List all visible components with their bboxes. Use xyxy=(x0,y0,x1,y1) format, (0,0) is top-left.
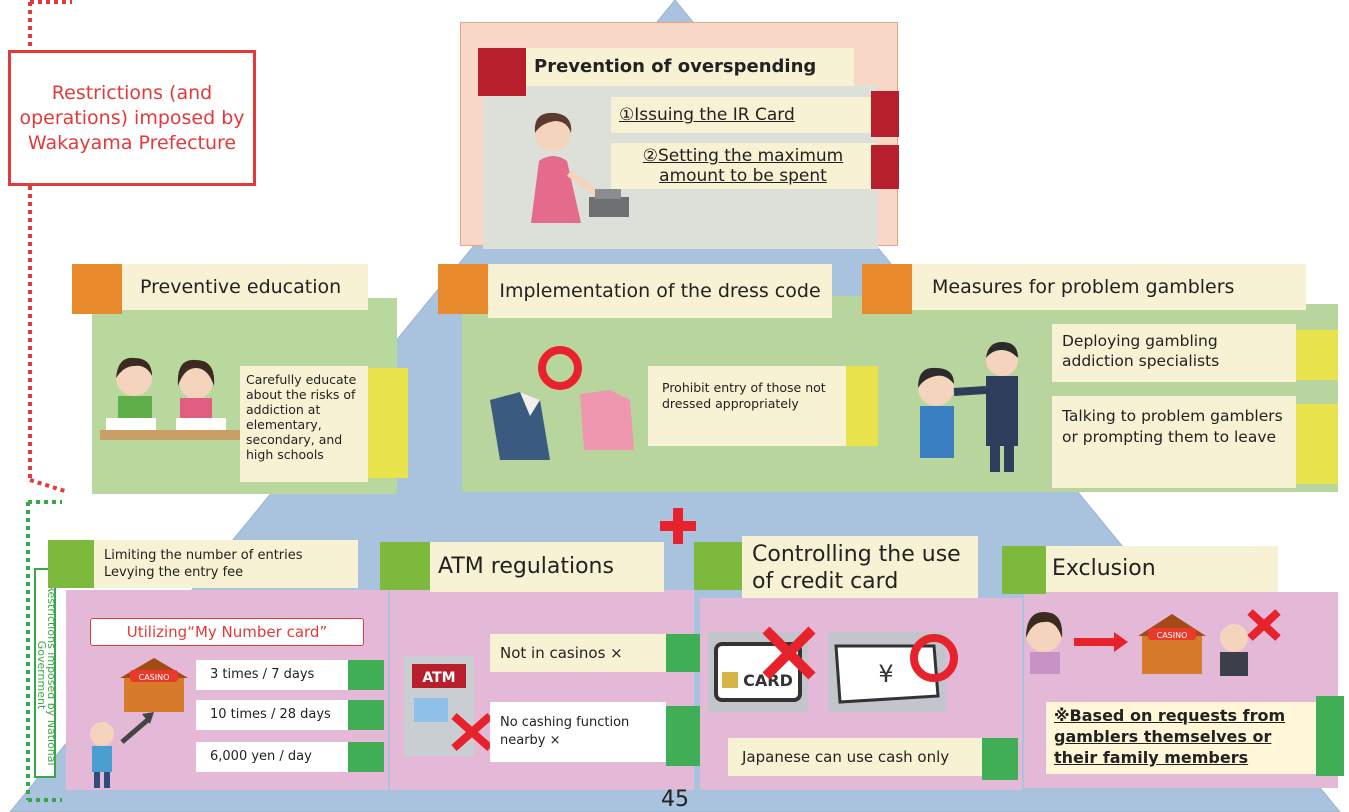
credit-title: Controlling the use of credit card xyxy=(742,536,978,598)
education-text-marker xyxy=(368,368,408,478)
svg-text:ATM: ATM xyxy=(422,670,455,686)
limit-2: 10 times / 28 days xyxy=(196,700,348,730)
problem-item2: Talking to problem gamblers or prompting… xyxy=(1052,396,1296,488)
limit-2-marker xyxy=(348,700,384,730)
cashier-icon xyxy=(531,112,629,223)
dress-code-title: Implementation of the dress code xyxy=(488,264,832,318)
limit-3-marker xyxy=(348,742,384,772)
plus-icon xyxy=(660,508,696,544)
students-icon xyxy=(100,357,240,440)
exclusion-marker xyxy=(1002,546,1046,594)
top-block-title: Prevention of overspending xyxy=(526,48,854,86)
svg-text:CASINO: CASINO xyxy=(139,673,170,682)
cropped-title-line xyxy=(0,0,1349,4)
problem-gamblers-marker xyxy=(862,264,912,314)
entries-line2: Levying the entry fee xyxy=(104,565,244,580)
wakayama-label: Restrictions (and operations) imposed by… xyxy=(8,50,256,186)
top-block: Prevention of overspending ①Issuing the … xyxy=(460,22,899,249)
atm-item2: No cashing function nearby × xyxy=(490,702,666,762)
national-label: Restrictions imposed by National Governm… xyxy=(34,568,56,778)
atm-title: ATM regulations xyxy=(430,542,664,592)
top-block-marker xyxy=(478,48,526,96)
dress-code-text: Prohibit entry of those not dressed appr… xyxy=(648,366,846,446)
staff-talking-icon xyxy=(918,342,1018,472)
clothes-icon xyxy=(490,346,634,460)
problem-item1-marker xyxy=(1296,330,1338,380)
exclusion-note: ※Based on requests from gamblers themsel… xyxy=(1054,706,1286,767)
entries-marker xyxy=(48,540,94,588)
entries-line1: Limiting the number of entries xyxy=(104,548,303,563)
exclusion-illustration: CASINO xyxy=(1026,609,1281,676)
svg-text:CARD: CARD xyxy=(743,671,793,690)
limit-1-marker xyxy=(348,660,384,690)
atm-item2-marker xyxy=(666,706,702,766)
entries-title: Limiting the number of entries Levying t… xyxy=(48,540,358,588)
top-item1-marker xyxy=(871,91,899,137)
dress-code-text-marker xyxy=(846,366,878,446)
education-marker xyxy=(72,264,122,314)
top-item-max-amount: ②Setting the maximum amount to be spent xyxy=(642,146,844,186)
education-text: Carefully educate about the risks of add… xyxy=(240,366,368,482)
problem-gamblers-title: Measures for problem gamblers xyxy=(912,264,1306,310)
credit-note: Japanese can use cash only xyxy=(728,738,982,776)
top-item-ir-card: ①Issuing the IR Card xyxy=(619,105,795,125)
credit-note-marker xyxy=(982,738,1018,780)
page-number: 45 xyxy=(661,786,689,812)
card-and-cash-icon: CARD ¥ xyxy=(708,626,958,712)
atm-marker xyxy=(380,542,430,590)
svg-text:¥: ¥ xyxy=(878,660,893,688)
atm-icon: ATM xyxy=(404,656,493,756)
problem-item1: Deploying gambling addiction specialists xyxy=(1052,324,1296,382)
exclusion-title: Exclusion xyxy=(1046,546,1278,592)
atm-item1: Not in casinos × xyxy=(490,634,666,672)
svg-text:CASINO: CASINO xyxy=(1157,631,1188,640)
atm-item1-marker xyxy=(666,634,702,672)
my-number-card-label: Utilizing“My Number card” xyxy=(90,618,364,646)
dress-code-marker xyxy=(438,264,488,314)
casino-entry-icon: CASINO xyxy=(90,658,188,788)
credit-marker xyxy=(694,542,742,590)
top-item2-marker xyxy=(871,145,899,189)
problem-item2-marker xyxy=(1296,404,1338,484)
limit-3: 6,000 yen / day xyxy=(196,742,348,772)
wakayama-bracket xyxy=(28,0,72,494)
exclusion-note-marker xyxy=(1316,696,1344,776)
limit-1: 3 times / 7 days xyxy=(196,660,348,690)
national-bracket xyxy=(26,500,62,802)
